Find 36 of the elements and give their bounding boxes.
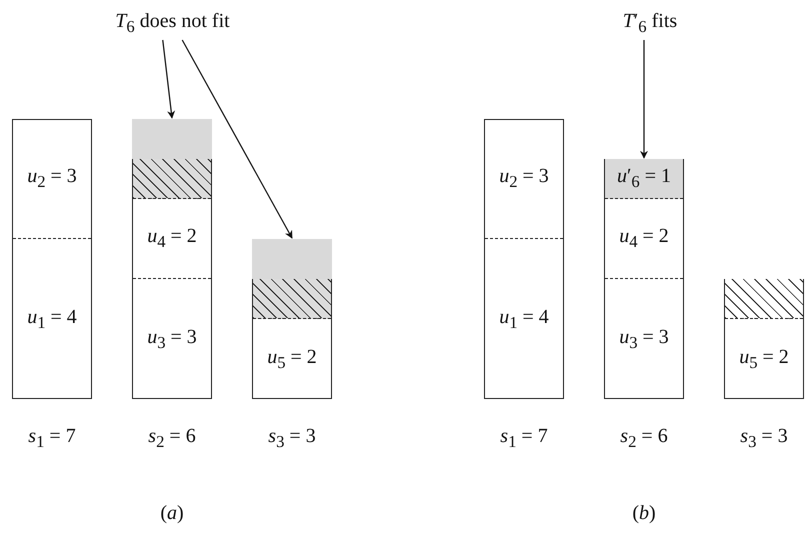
segment-label: u$_{4}$ = 2 xyxy=(619,226,669,251)
bin-segment xyxy=(605,159,683,199)
subfigure-label: (b) xyxy=(632,502,656,525)
capacity-label: s$_{1}$ = 7 xyxy=(28,425,76,452)
arrow xyxy=(162,40,176,119)
segment-label: u$_{5}$ = 2 xyxy=(267,346,317,372)
segment-label: u$_{3}$ = 3 xyxy=(147,326,197,352)
hatched-block xyxy=(725,279,803,319)
segment-label: u$_{2}$ = 3 xyxy=(27,166,77,191)
segment-label: u$_{3}$ = 3 xyxy=(619,326,669,352)
segment-label: u$_{1}$ = 4 xyxy=(499,306,549,332)
arrow xyxy=(640,40,648,159)
subfigure-label: (a) xyxy=(160,502,184,525)
segment-label: u$_{2}$ = 3 xyxy=(499,166,549,191)
annotation-text: T$_{6}$ does not fit xyxy=(75,4,270,38)
arrow xyxy=(182,40,293,239)
bin-box xyxy=(252,279,332,399)
segment-label: u$_{5}$ = 2 xyxy=(739,346,789,372)
capacity-label: s$_{3}$ = 3 xyxy=(268,425,316,452)
capacity-label: s$_{3}$ = 3 xyxy=(740,425,788,452)
bin-box xyxy=(724,279,804,399)
hatched-block xyxy=(133,159,211,199)
annotation-text: T′$_{6}$ fits xyxy=(590,4,710,38)
bin-box xyxy=(604,159,684,399)
bin-box xyxy=(484,119,564,399)
bin-box xyxy=(12,119,92,399)
shaded-block xyxy=(252,239,332,279)
capacity-label: s$_{1}$ = 7 xyxy=(500,425,548,452)
capacity-label: s$_{2}$ = 6 xyxy=(148,425,196,452)
shaded-block xyxy=(132,119,212,159)
capacity-label: s$_{2}$ = 6 xyxy=(620,425,668,452)
segment-label: u$_{4}$ = 2 xyxy=(147,226,197,251)
bin-box xyxy=(132,159,212,399)
segment-label: u$_{1}$ = 4 xyxy=(27,306,77,332)
hatched-block xyxy=(253,279,331,319)
segment-label: u′$_{6}$ = 1 xyxy=(617,166,671,191)
